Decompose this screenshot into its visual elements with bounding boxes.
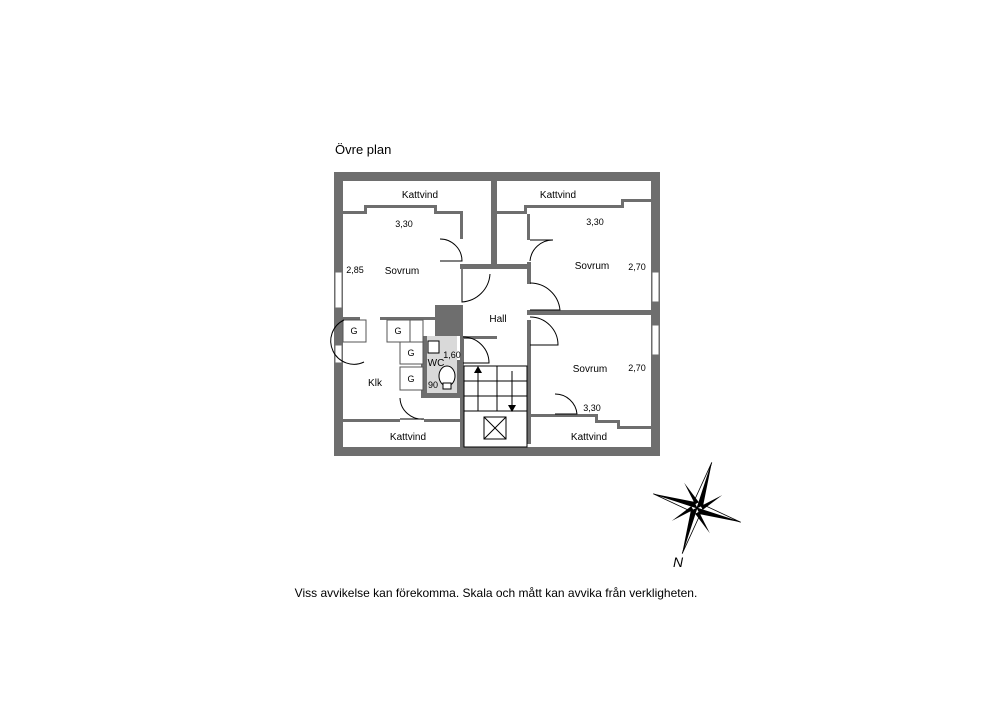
room-label-kattvind: Kattvind: [540, 190, 576, 201]
dimension-label: 2,70: [628, 262, 646, 272]
dimension-label: 90: [428, 380, 438, 390]
room-label-wc: WC: [428, 358, 445, 369]
staircase: [463, 365, 528, 448]
outer-walls: [334, 172, 660, 456]
room-label-kattvind: Kattvind: [571, 432, 607, 443]
dimension-label: 2,85: [346, 265, 364, 275]
room-label-sovrum: Sovrum: [385, 266, 419, 277]
door-swings: [330, 238, 578, 420]
dimension-label: 1,60: [443, 350, 461, 360]
room-label-sovrum: Sovrum: [575, 261, 609, 272]
dimension-label: 2,70: [628, 363, 646, 373]
plan-title: Övre plan: [335, 142, 392, 157]
wc-fixtures: [427, 340, 456, 390]
closets: [342, 319, 424, 391]
closet-label: G: [407, 374, 414, 384]
room-label-kattvind: Kattvind: [390, 432, 426, 443]
closet-label: G: [407, 348, 414, 358]
closet-label: G: [350, 326, 357, 336]
room-label-hall: Hall: [489, 314, 506, 325]
room-label-sovrum: Sovrum: [573, 364, 607, 375]
interior-walls: [343, 181, 651, 447]
disclaimer-text: Viss avvikelse kan förekomma. Skala och …: [294, 586, 698, 600]
stair-up-arrow: [474, 366, 482, 373]
stair-down-arrow: [508, 405, 516, 412]
compass-rose: [653, 462, 741, 554]
dimension-label: 3,30: [583, 403, 601, 413]
room-label-kattvind: Kattvind: [402, 190, 438, 201]
room-label-klk: Klk: [368, 378, 383, 389]
compass-north-label: N: [673, 554, 684, 570]
dimension-label: 3,30: [586, 217, 604, 227]
closet-label: G: [394, 326, 401, 336]
dimension-label: 3,30: [395, 219, 413, 229]
